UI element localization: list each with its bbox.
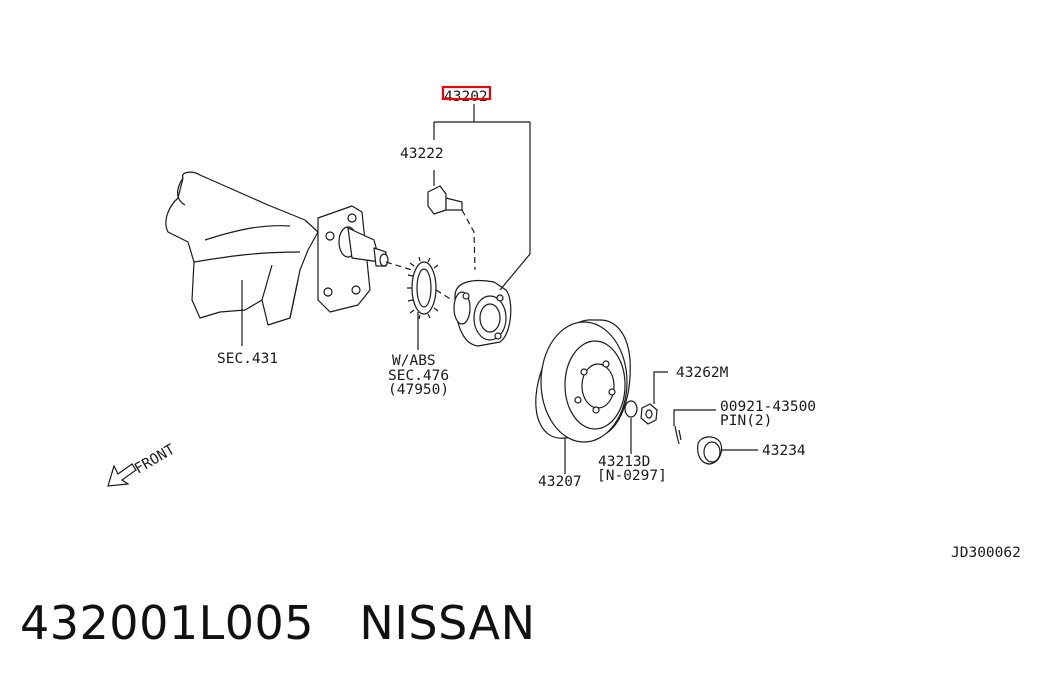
highlight-box [441,85,492,101]
hub-assembly-drawing [453,279,512,347]
callout-disc: 43207 [538,474,582,490]
leader-pin [673,409,716,426]
callout-washer: 43213D [598,454,650,470]
hub-callout-bracket [433,104,531,291]
part-caption: 432001L005 NISSAN [20,596,536,650]
grease-cap-drawing [697,436,723,465]
drawing-id: JD300062 [951,545,1021,561]
axle-beam-drawing [165,171,389,326]
brand-name: NISSAN [359,596,536,650]
callout-sec431: SEC.431 [217,351,278,367]
callout-pin-qty: PIN(2) [720,413,772,429]
brake-disc-drawing [535,319,631,443]
part-number: 432001L005 [20,596,315,650]
callout-hub-assembly: 43202 [444,89,488,105]
callout-front: FRONT [132,442,178,478]
abs-tone-ring-drawing [407,256,439,320]
callout-washer-note: [N-0297] [597,468,667,484]
hub-bolt-drawing [427,185,463,215]
callout-abs-section: SEC.476 [388,368,449,384]
callout-abs-note: W/ABS [392,353,436,369]
callout-nut: 43262M [676,365,729,381]
callout-abs-ref: (47950) [388,382,449,398]
washer-drawing [624,400,638,418]
callout-hub-bolt: 43222 [400,146,444,162]
pin-drawing [674,425,682,445]
callout-cap: 43234 [762,443,806,459]
leader-43262m [653,371,668,404]
callout-pin-number: 00921-43500 [720,399,816,415]
nut-drawing [640,403,658,425]
front-direction-arrow: FRONT [107,442,178,487]
